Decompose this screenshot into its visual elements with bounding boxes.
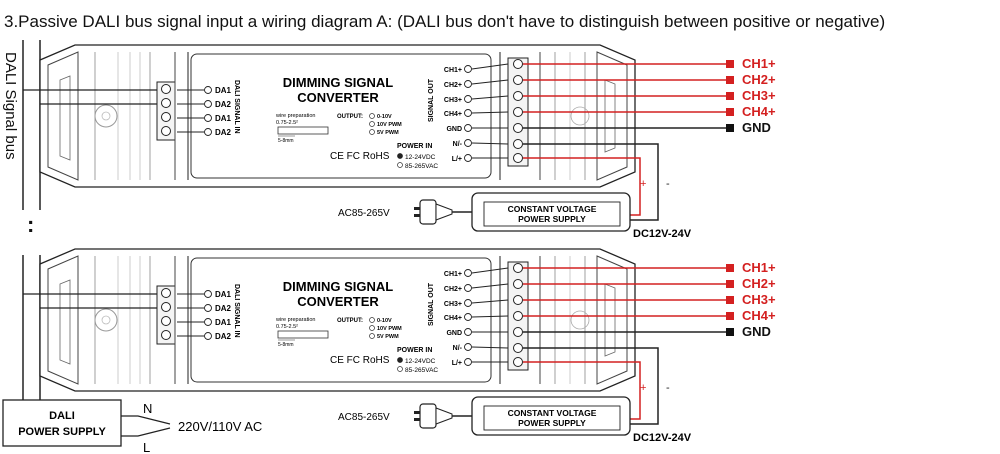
output-wires (523, 264, 734, 336)
converter-unit-1: DA1 DA2 DA1 DA2 DALI SIGNAL IN DIMMING S… (23, 44, 776, 240)
signal-out-label: SIGNAL OUT (428, 282, 435, 326)
dali-signal-bus-label: DALI Signal bus (2, 52, 19, 160)
dali-input-label: DA2 (215, 128, 232, 137)
wire-prep-size: 0.75-2.5² (276, 120, 298, 126)
wire-strip-length: 5-8mm (278, 342, 294, 348)
certification-marks: CE FC RoHS (330, 355, 390, 366)
terminal-label: N/- (453, 345, 463, 352)
output-channel-label: CH1+ (742, 56, 776, 71)
converter-title-line1: DIMMING SIGNAL (283, 75, 394, 90)
dc-voltage-label: DC12V-24V (633, 228, 692, 240)
converter-title-line2: CONVERTER (297, 294, 379, 309)
output-option: 5V PWM (377, 130, 399, 136)
converter-title-line1: DIMMING SIGNAL (283, 279, 394, 294)
psu-minus-label: - (666, 382, 670, 394)
ac-plug-icon (414, 199, 472, 225)
dali-input-label: DA1 (215, 318, 232, 327)
signal-out-label: SIGNAL OUT (428, 78, 435, 122)
dc-voltage-label: DC12V-24V (633, 432, 692, 444)
ac-plug-icon (414, 403, 472, 429)
terminal-label: CH2+ (444, 286, 462, 293)
output-option: 5V PWM (377, 334, 399, 340)
bus-continuation-ellipsis: : (27, 212, 34, 237)
psu-plus-label: + (640, 382, 646, 394)
terminal-label: GND (446, 126, 462, 133)
dali-psu-ac-label: 220V/110V AC (178, 419, 262, 434)
output-channel-label: CH2+ (742, 72, 776, 87)
terminal-label: CH1+ (444, 67, 462, 74)
output-channel-label: CH3+ (742, 292, 776, 307)
ac-input-label: AC85-265V (338, 208, 390, 219)
output-channel-label: CH1+ (742, 260, 776, 275)
output-channel-label: CH4+ (742, 104, 776, 119)
dali-input-label: DA2 (215, 100, 232, 109)
output-channel-label: CH2+ (742, 276, 776, 291)
psu-label-line1: CONSTANT VOLTAGE (508, 408, 597, 418)
converter-unit-2: DA1 DA2 DA1 DA2 DALI SIGNAL IN DIMMING S… (23, 248, 776, 444)
wire-strip-length: 5-8mm (278, 138, 294, 144)
certification-marks: CE FC RoHS (330, 151, 390, 162)
terminal-label: N/- (453, 141, 463, 148)
output-gnd-label: GND (742, 120, 771, 135)
ac-input-label: AC85-265V (338, 412, 390, 423)
dali-signal-in-label: DALI SIGNAL IN (233, 284, 240, 338)
dali-input-label: DA1 (215, 290, 232, 299)
terminal-label: CH1+ (444, 271, 462, 278)
output-option: 0-10V (377, 318, 392, 324)
terminal-label: L/+ (452, 360, 462, 367)
output-option: 10V PWM (377, 122, 402, 128)
terminal-label: CH4+ (444, 315, 462, 322)
psu-label-line2: POWER SUPPLY (518, 214, 586, 224)
terminal-label: CH3+ (444, 97, 462, 104)
psu-label-line1: CONSTANT VOLTAGE (508, 204, 597, 214)
power-in-option: 85-265VAC (405, 163, 438, 170)
dali-psu-label-line2: POWER SUPPLY (18, 426, 106, 438)
converter-title-line2: CONVERTER (297, 90, 379, 105)
terminal-label: CH2+ (444, 82, 462, 89)
terminal-label: CH4+ (444, 111, 462, 118)
terminal-label: L/+ (452, 156, 462, 163)
output-channel-label: CH3+ (742, 88, 776, 103)
power-in-label: POWER IN (397, 347, 432, 354)
power-in-option: 85-265VAC (405, 367, 438, 374)
neutral-label: N (143, 401, 152, 416)
power-in-label: POWER IN (397, 143, 432, 150)
psu-minus-label: - (666, 178, 670, 190)
psu-plus-label: + (640, 178, 646, 190)
dali-power-supply: DALI POWER SUPPLY N L 220V/110V AC (2, 399, 262, 454)
terminal-label: GND (446, 330, 462, 337)
psu-label-line2: POWER SUPPLY (518, 418, 586, 428)
output-label: OUTPUT: (337, 318, 363, 324)
output-channel-label: CH4+ (742, 308, 776, 323)
power-in-option: 12-24VDC (405, 154, 436, 161)
dali-psu-label-line1: DALI (49, 410, 75, 422)
dali-input-label: DA1 (215, 86, 232, 95)
wire-prep-label: wire preparation (275, 317, 315, 323)
dali-input-label: DA2 (215, 332, 232, 341)
output-wires (523, 60, 734, 132)
line-label: L (143, 440, 150, 454)
diagram-title: 3.Passive DALI bus signal input a wiring… (4, 12, 885, 31)
dali-input-label: DA1 (215, 114, 232, 123)
dali-input-label: DA2 (215, 304, 232, 313)
output-label: OUTPUT: (337, 114, 363, 120)
dali-signal-in-label: DALI SIGNAL IN (233, 80, 240, 134)
wire-prep-label: wire preparation (275, 113, 315, 119)
wire-prep-size: 0.75-2.5² (276, 324, 298, 330)
output-option: 0-10V (377, 114, 392, 120)
terminal-label: CH3+ (444, 301, 462, 308)
output-option: 10V PWM (377, 326, 402, 332)
output-gnd-label: GND (742, 324, 771, 339)
power-in-option: 12-24VDC (405, 358, 436, 365)
